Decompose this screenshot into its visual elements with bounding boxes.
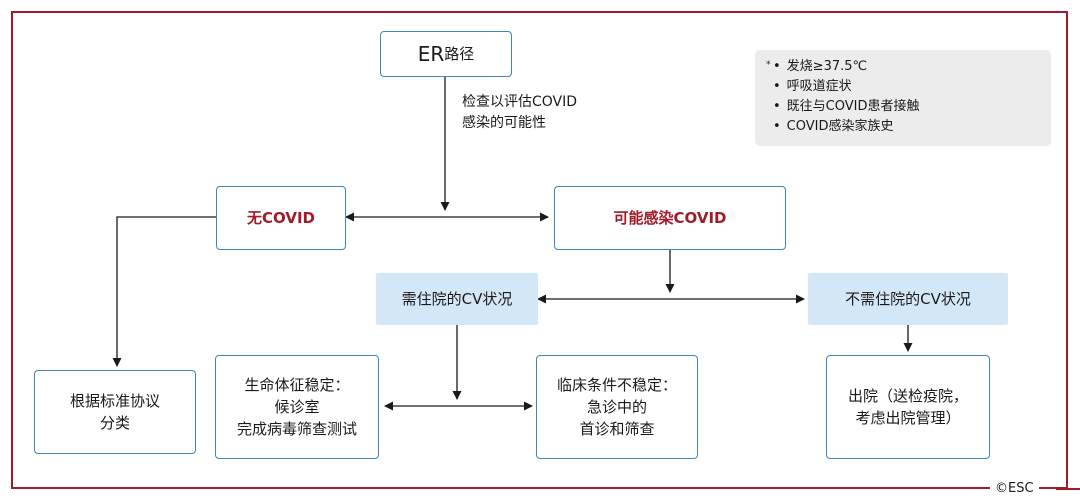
edge-label-line1: 检查以评估COVID xyxy=(462,94,578,110)
node-unstable: 临床条件不稳定： 急诊中的 首诊和筛查 xyxy=(536,355,698,459)
node-stable: 生命体征稳定： 候诊室 完成病毒筛查测试 xyxy=(215,355,379,459)
copyright-rule xyxy=(1056,488,1080,490)
er-path-label: 路径 xyxy=(444,45,475,63)
edge-label-assess: 检查以评估COVID 感染的可能性 xyxy=(462,92,577,134)
stable-line3: 完成病毒筛查测试 xyxy=(236,420,357,438)
arrow-no-covid-classify xyxy=(112,216,216,367)
criteria-note: * 发烧≥37.5℃ 呼吸道症状 既往与COVID患者接触 COVID感染家族史 xyxy=(755,50,1051,146)
classify-line2: 分类 xyxy=(99,414,130,432)
note-item: 既往与COVID患者接触 xyxy=(773,97,920,117)
node-need-hospital: 需住院的CV状况 xyxy=(376,273,538,325)
classify-line1: 根据标准协议 xyxy=(69,392,160,410)
unstable-line2: 急诊中的 xyxy=(586,398,647,416)
node-discharge: 出院（送检疫院， 考虑出院管理） xyxy=(826,355,990,459)
note-item: COVID感染家族史 xyxy=(773,117,920,137)
stable-line1: 生命体征稳定： xyxy=(244,376,350,394)
stable-line2: 候诊室 xyxy=(274,398,320,416)
unstable-line3: 首诊和筛查 xyxy=(579,420,655,438)
er-label: ER xyxy=(417,42,445,66)
discharge-line2: 考虑出院管理） xyxy=(855,409,961,427)
diagram-frame xyxy=(11,11,1068,489)
no-covid-label: 无COVID xyxy=(247,209,315,227)
node-no-need-hospital: 不需住院的CV状况 xyxy=(808,273,1008,325)
unstable-line1: 临床条件不稳定： xyxy=(556,376,677,394)
node-classify: 根据标准协议 分类 xyxy=(34,370,196,454)
edge-label-line2: 感染的可能性 xyxy=(462,115,546,131)
copyright-text: ©ESC xyxy=(990,480,1039,498)
note-item: 发烧≥37.5℃ xyxy=(773,57,920,77)
note-item: 呼吸道症状 xyxy=(773,77,920,97)
no-need-hospital-label: 不需住院的CV状况 xyxy=(845,290,971,308)
possible-covid-label: 可能感染COVID xyxy=(613,209,727,227)
discharge-line1: 出院（送检疫院， xyxy=(847,387,968,405)
node-possible-covid: 可能感染COVID xyxy=(554,186,786,250)
note-marker: * xyxy=(766,60,771,70)
need-hospital-label: 需住院的CV状况 xyxy=(401,290,513,308)
node-no-covid: 无COVID xyxy=(216,186,346,250)
